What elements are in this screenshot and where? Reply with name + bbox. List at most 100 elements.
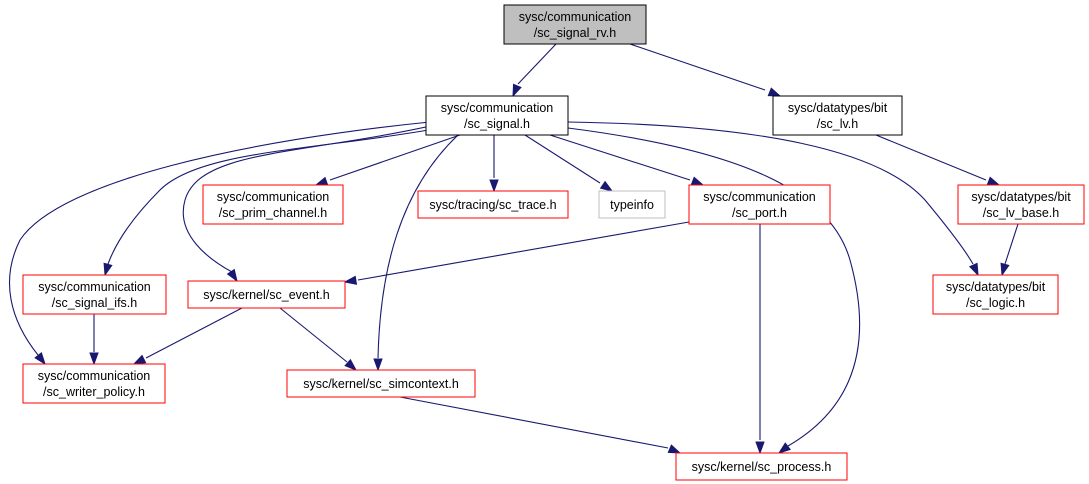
edge-line xyxy=(182,124,436,273)
node-sc-process[interactable]: sysc/kernel/sc_process.h xyxy=(675,452,848,481)
node-label-line: typeinfo xyxy=(610,198,654,212)
edge-line xyxy=(145,307,243,359)
arrow-head-icon xyxy=(34,352,46,366)
arrow-head-icon xyxy=(767,87,782,97)
edge-line xyxy=(357,221,690,281)
node-label-line: /sc_signal_rv.h xyxy=(534,26,616,40)
node-label-line: sysc/kernel/sc_process.h xyxy=(692,460,832,474)
arrow-head-icon xyxy=(373,358,383,372)
edge-line xyxy=(517,43,557,85)
node-label-line: sysc/communication xyxy=(38,369,151,383)
node-box xyxy=(22,274,167,315)
edge-sc-signal-ifs-to-sc-writer-policy xyxy=(89,314,99,366)
edge-sc-signal-to-sc-port xyxy=(549,134,705,186)
node-sc-simcontext[interactable]: sysc/kernel/sc_simcontext.h xyxy=(286,369,476,398)
edge-sc-signal-to-typeinfo xyxy=(524,134,614,192)
node-sc-logic[interactable]: sysc/datatypes/bit/sc_logic.h xyxy=(932,274,1059,315)
edge-sc-signal-to-sc-logic xyxy=(567,121,979,277)
arrow-head-icon xyxy=(489,179,499,193)
arrow-head-icon xyxy=(986,176,1001,186)
node-box xyxy=(503,4,647,45)
arrow-head-icon xyxy=(599,180,614,192)
node-label-line: /sc_signal.h xyxy=(464,117,530,131)
arrow-head-icon xyxy=(667,444,682,454)
node-box xyxy=(286,369,476,398)
edge-line xyxy=(107,127,441,265)
edge-sc-simcontext-to-sc-process xyxy=(399,396,682,454)
node-label-line: sysc/communication xyxy=(441,101,554,115)
node-box xyxy=(202,184,344,225)
node-label-line: sysc/kernel/sc_event.h xyxy=(203,288,329,302)
edge-line xyxy=(629,43,766,91)
node-box xyxy=(22,363,166,404)
node-label-line: /sc_prim_channel.h xyxy=(219,206,327,220)
node-label-line: sysc/datatypes/bit xyxy=(788,101,888,115)
edge-sc-signal-to-sc-signal-ifs xyxy=(103,127,441,277)
edge-sc-port-to-sc-event xyxy=(343,221,690,285)
node-sc-port[interactable]: sysc/communication/sc_port.h xyxy=(688,184,831,225)
node-sc-prim-channel[interactable]: sysc/communication/sc_prim_channel.h xyxy=(202,184,344,225)
node-typeinfo[interactable]: typeinfo xyxy=(598,190,666,219)
node-box xyxy=(688,184,831,225)
edge-line xyxy=(9,121,431,356)
arrow-head-icon xyxy=(1000,262,1010,277)
node-label-line: sysc/communication xyxy=(38,280,151,294)
node-box xyxy=(417,190,569,219)
edge-line xyxy=(377,134,459,359)
node-sc-signal[interactable]: sysc/communication/sc_signal.h xyxy=(425,95,569,136)
node-box xyxy=(772,95,903,136)
edge-line xyxy=(549,134,691,181)
edge-sc-lv-base-to-sc-logic xyxy=(1000,223,1019,277)
node-sc-event[interactable]: sysc/kernel/sc_event.h xyxy=(187,280,346,309)
node-label-line: /sc_port.h xyxy=(732,206,787,220)
edge-line xyxy=(329,134,461,181)
edge-sc-signal-rv-to-sc-lv xyxy=(629,43,782,97)
node-label-line: /sc_logic.h xyxy=(966,296,1025,310)
edge-sc-port-to-sc-process xyxy=(755,224,765,455)
node-label-line: sysc/datatypes/bit xyxy=(946,280,1046,294)
node-sc-trace[interactable]: sysc/tracing/sc_trace.h xyxy=(417,190,569,219)
edge-sc-signal-to-sc-writer-policy xyxy=(9,121,431,366)
node-label-line: sysc/datatypes/bit xyxy=(971,190,1071,204)
arrow-head-icon xyxy=(690,176,705,186)
node-label-line: sysc/communication xyxy=(703,190,816,204)
arrow-head-icon xyxy=(968,262,979,277)
edge-line xyxy=(399,396,669,449)
node-label-line: sysc/kernel/sc_simcontext.h xyxy=(303,377,459,391)
node-box xyxy=(675,452,848,481)
node-box xyxy=(957,184,1085,225)
edge-sc-event-to-sc-writer-policy xyxy=(132,307,243,365)
edge-sc-event-to-sc-simcontext xyxy=(279,307,358,371)
node-sc-lv[interactable]: sysc/datatypes/bit/sc_lv.h xyxy=(772,95,903,136)
arrow-head-icon xyxy=(226,268,238,283)
node-box xyxy=(932,274,1059,315)
edge-line xyxy=(875,134,987,181)
node-sc-signal-ifs[interactable]: sysc/communication/sc_signal_ifs.h xyxy=(22,274,167,315)
edge-line xyxy=(279,307,348,363)
arrow-head-icon xyxy=(777,442,791,454)
arrow-head-icon xyxy=(344,358,358,371)
edge-sc-lv-to-sc-lv-base xyxy=(875,134,1001,186)
arrow-head-icon xyxy=(132,354,147,365)
node-sc-lv-base[interactable]: sysc/datatypes/bit/sc_lv_base.h xyxy=(957,184,1085,225)
edge-sc-signal-to-sc-process xyxy=(567,127,861,454)
node-sc-signal-rv: sysc/communication/sc_signal_rv.h xyxy=(503,4,647,45)
node-box xyxy=(598,190,666,219)
edge-line xyxy=(567,121,974,265)
edge-sc-signal-rv-to-sc-signal xyxy=(512,43,557,98)
node-label-line: sysc/tracing/sc_trace.h xyxy=(429,198,556,212)
arrow-head-icon xyxy=(103,262,113,277)
node-label-line: /sc_writer_policy.h xyxy=(43,385,145,399)
edge-sc-signal-to-sc-simcontext xyxy=(373,134,459,372)
edges-layer xyxy=(9,43,1019,455)
arrow-head-icon xyxy=(755,441,765,455)
arrow-head-icon xyxy=(512,83,522,98)
nodes-layer: sysc/communication/sc_signal_rv.hsysc/co… xyxy=(22,4,1085,481)
arrow-head-icon xyxy=(89,352,99,366)
node-label-line: /sc_signal_ifs.h xyxy=(52,296,138,310)
arrow-head-icon xyxy=(343,275,358,285)
node-label-line: /sc_lv_base.h xyxy=(983,206,1059,220)
edge-line xyxy=(524,134,601,184)
node-sc-writer-policy[interactable]: sysc/communication/sc_writer_policy.h xyxy=(22,363,166,404)
